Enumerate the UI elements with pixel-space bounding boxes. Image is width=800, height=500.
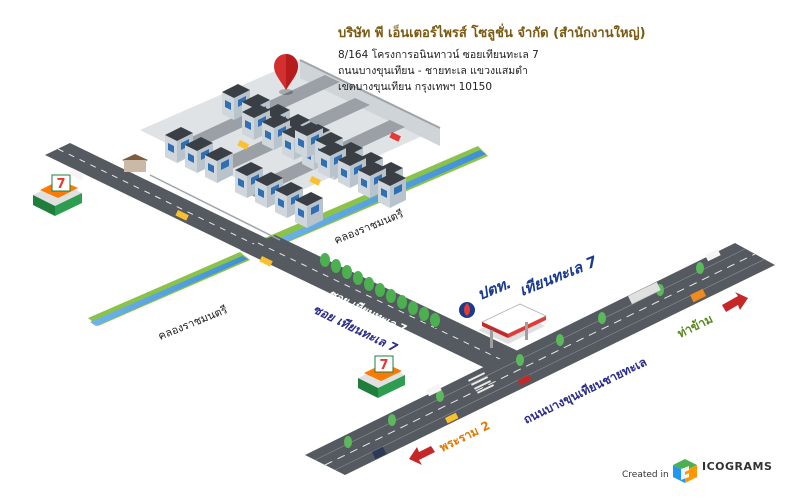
tree (516, 354, 524, 366)
credit: Created in ICOGRAMS (622, 456, 792, 490)
convenience-store-lower-icon[interactable]: 7 (358, 355, 405, 398)
ptt-branch-label: เทียนทะเล 7 (517, 252, 600, 300)
house (262, 114, 290, 150)
icograms-logo-icon (673, 459, 697, 483)
tree (331, 259, 341, 274)
created-in-label: Created in (622, 470, 669, 480)
canal-upper (260, 146, 488, 250)
tree (353, 271, 363, 286)
tree (419, 307, 429, 322)
address-line-3: เขตบางขุนเทียน กรุงเทพฯ 10150 (338, 81, 492, 93)
tree (430, 313, 440, 328)
tree (386, 289, 396, 304)
tree (598, 312, 606, 324)
tree (436, 390, 444, 402)
tree (344, 436, 352, 448)
tree (342, 265, 352, 280)
house (358, 162, 386, 198)
vehicles (68, 132, 721, 460)
location-pin-icon[interactable] (274, 54, 298, 95)
tree (556, 334, 564, 346)
tree (375, 283, 385, 298)
road-upper-left (45, 143, 270, 252)
houses-group (165, 84, 406, 228)
house (378, 172, 406, 208)
crosswalk (467, 372, 495, 394)
direction-pier-label: ท่าข้าม (675, 312, 715, 341)
seven-eleven-upper-label: 7 (56, 177, 65, 192)
icograms-brand[interactable]: ICOGRAMS (702, 460, 773, 473)
gatehouse (122, 154, 148, 172)
tree (397, 295, 407, 310)
tree (388, 414, 396, 426)
address-line-2: ถนนบางขุนเทียน - ชายทะเล แขวงแสมดำ (338, 65, 528, 77)
tree (696, 262, 704, 274)
house (205, 147, 233, 183)
house (295, 192, 323, 228)
address-line-1: 8/164 โครงการอนินทาวน์ ซอยเทียนทะเล 7 (338, 49, 539, 61)
convenience-store-icon[interactable]: 7 (33, 174, 82, 216)
arrow-right-icon (722, 292, 748, 312)
road-soi (240, 235, 520, 368)
seven-eleven-lower-label: 7 (379, 358, 388, 373)
ptt-brand-label: ปตท. (475, 274, 514, 304)
gas-station-icon[interactable] (459, 302, 547, 348)
tree (364, 277, 374, 292)
company-title: บริษัท พี เอ็นเตอร์ไพรส์ โซลูชั่น จำกัด … (338, 26, 646, 41)
tree (408, 301, 418, 316)
arrow-left-icon (409, 446, 435, 465)
trees-row (320, 253, 440, 328)
canal-lower (88, 252, 250, 326)
tree (320, 253, 330, 268)
trees-main-road (344, 262, 704, 448)
canal-lower-label: คลองราชมนตรี (156, 303, 229, 343)
address-panel: บริษัท พี เอ็นเตอร์ไพรส์ โซลูชั่น จำกัด … (338, 22, 778, 95)
